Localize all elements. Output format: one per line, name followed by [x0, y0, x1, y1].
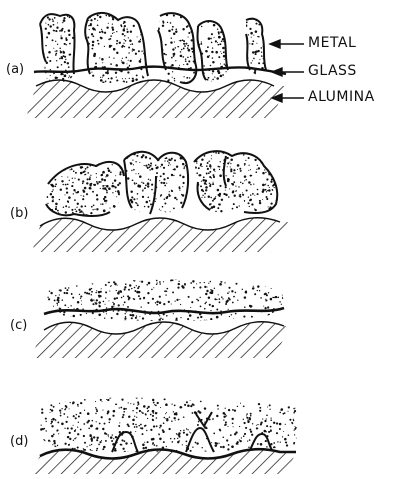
panel-label-b: (b): [10, 206, 28, 221]
metal-grains-b: [43, 145, 283, 221]
glass-arrow: [272, 68, 304, 76]
panel-d: [30, 393, 301, 474]
alumina-substrate-d: [30, 449, 296, 474]
panel-label-c: (c): [10, 318, 27, 333]
panel-c: [30, 275, 290, 358]
metal-label: METAL: [308, 35, 356, 51]
stipple-a: [36, 7, 271, 91]
metal-film-d: [37, 393, 301, 459]
alumina-label: ALUMINA: [308, 89, 375, 105]
metal-film-c: [42, 275, 288, 325]
stipple-c: [42, 275, 288, 325]
stipple-b: [43, 145, 283, 221]
panel-label-d: (d): [10, 434, 28, 449]
panel-label-a: (a): [6, 62, 24, 77]
alumina-substrate-a: [26, 80, 286, 118]
panel-a: [26, 7, 304, 118]
alumina-substrate-b: [32, 218, 288, 252]
stipple-d: [37, 393, 301, 457]
glass-label: GLASS: [308, 63, 357, 79]
alumina-substrate-c: [30, 322, 290, 358]
metal-arrow: [270, 40, 304, 48]
metal-grains-a: [36, 7, 271, 91]
panel-b: [32, 145, 288, 252]
